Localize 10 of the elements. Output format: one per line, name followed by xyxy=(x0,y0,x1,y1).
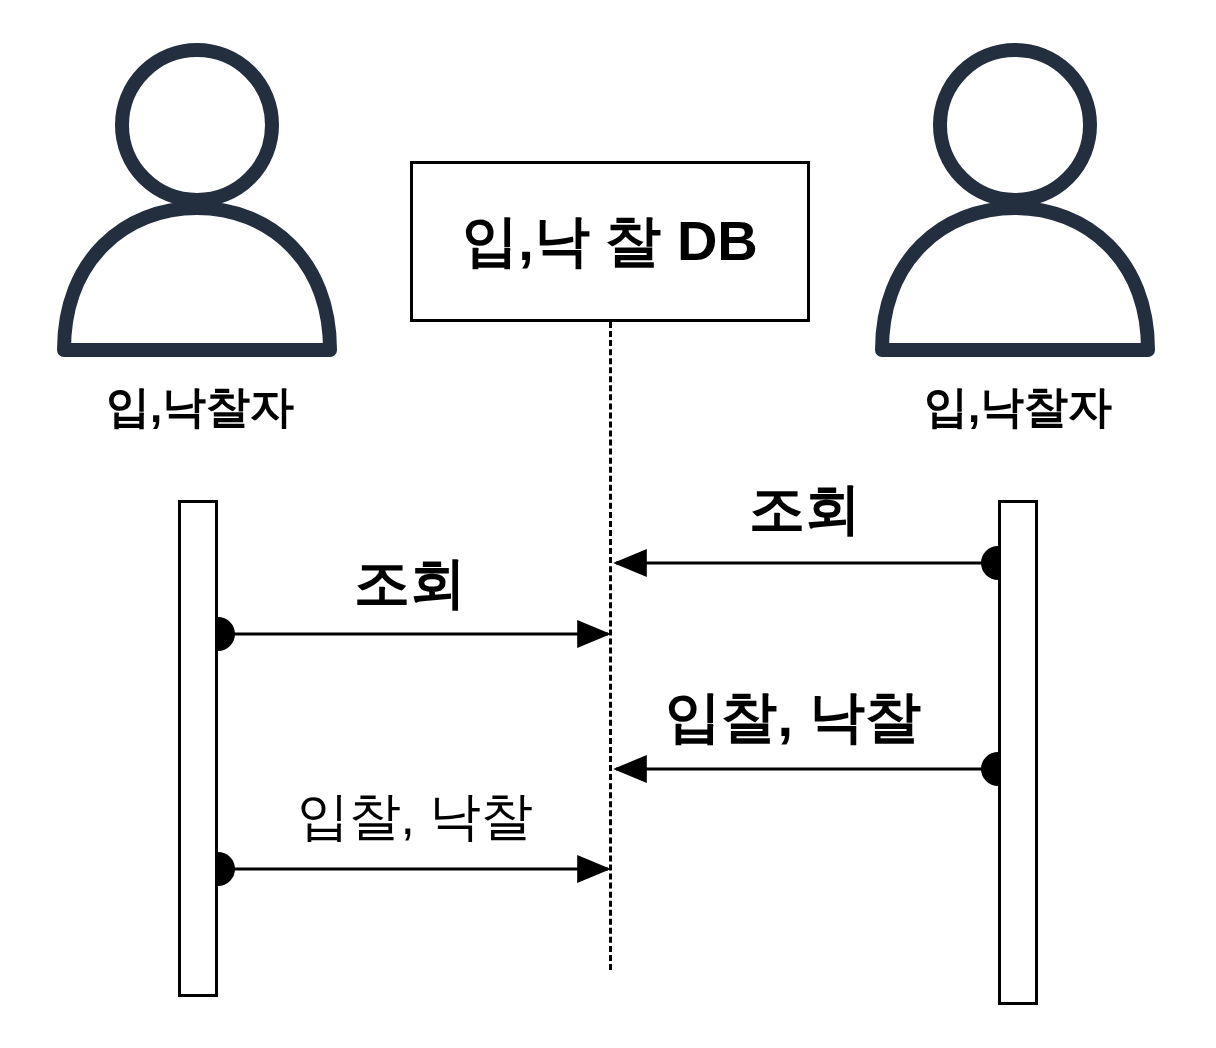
database-box: 입,낙 찰 DB xyxy=(410,161,810,322)
activation-bar xyxy=(178,500,218,997)
lifeline xyxy=(609,322,612,970)
edge-label: 조회 xyxy=(749,478,861,540)
activation-bar xyxy=(998,500,1038,1005)
actor-label: 입,낙찰자 xyxy=(105,381,295,433)
edge-label: 입찰, 낙찰 xyxy=(665,686,921,748)
actor-label: 입,낙찰자 xyxy=(923,381,1113,433)
edge-label: 입찰, 낙찰 xyxy=(296,788,534,846)
edge-label: 조회 xyxy=(354,552,466,614)
